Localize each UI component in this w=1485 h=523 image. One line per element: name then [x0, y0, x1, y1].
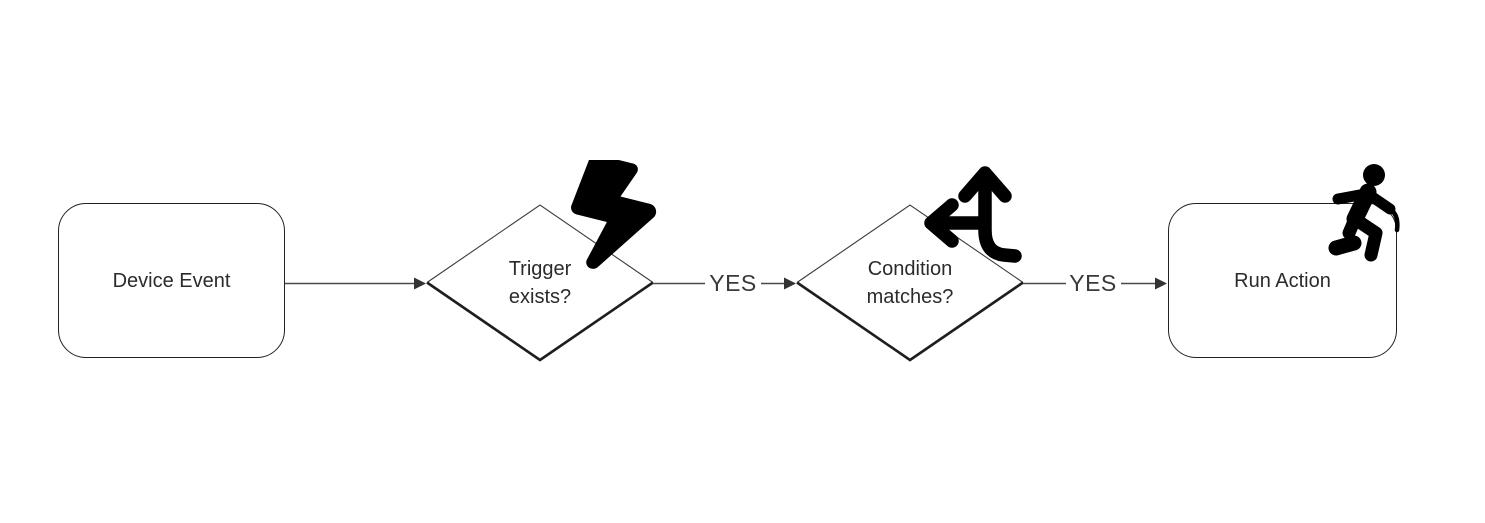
device-event-label: Device Event — [112, 269, 231, 292]
node-device-event: Device Event — [58, 203, 285, 358]
diamond-condition-matches — [796, 204, 1024, 362]
lightning-bolt-icon — [571, 160, 657, 269]
split-arrows-icon — [924, 166, 1022, 263]
edge-label-yes-2: YES — [1069, 270, 1117, 296]
person-running-icon — [1328, 164, 1400, 262]
run-action-label: Run Action — [1234, 269, 1331, 292]
edge-label-yes-1: YES — [709, 270, 757, 296]
